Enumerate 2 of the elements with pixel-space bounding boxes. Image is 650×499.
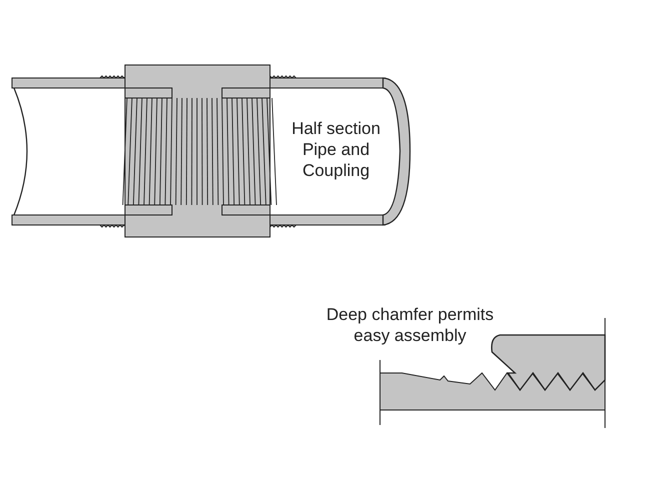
part-label: Deep chamfer permits easy assembly <box>325 304 495 346</box>
part-label: Half section Pipe and Coupling <box>290 118 382 181</box>
